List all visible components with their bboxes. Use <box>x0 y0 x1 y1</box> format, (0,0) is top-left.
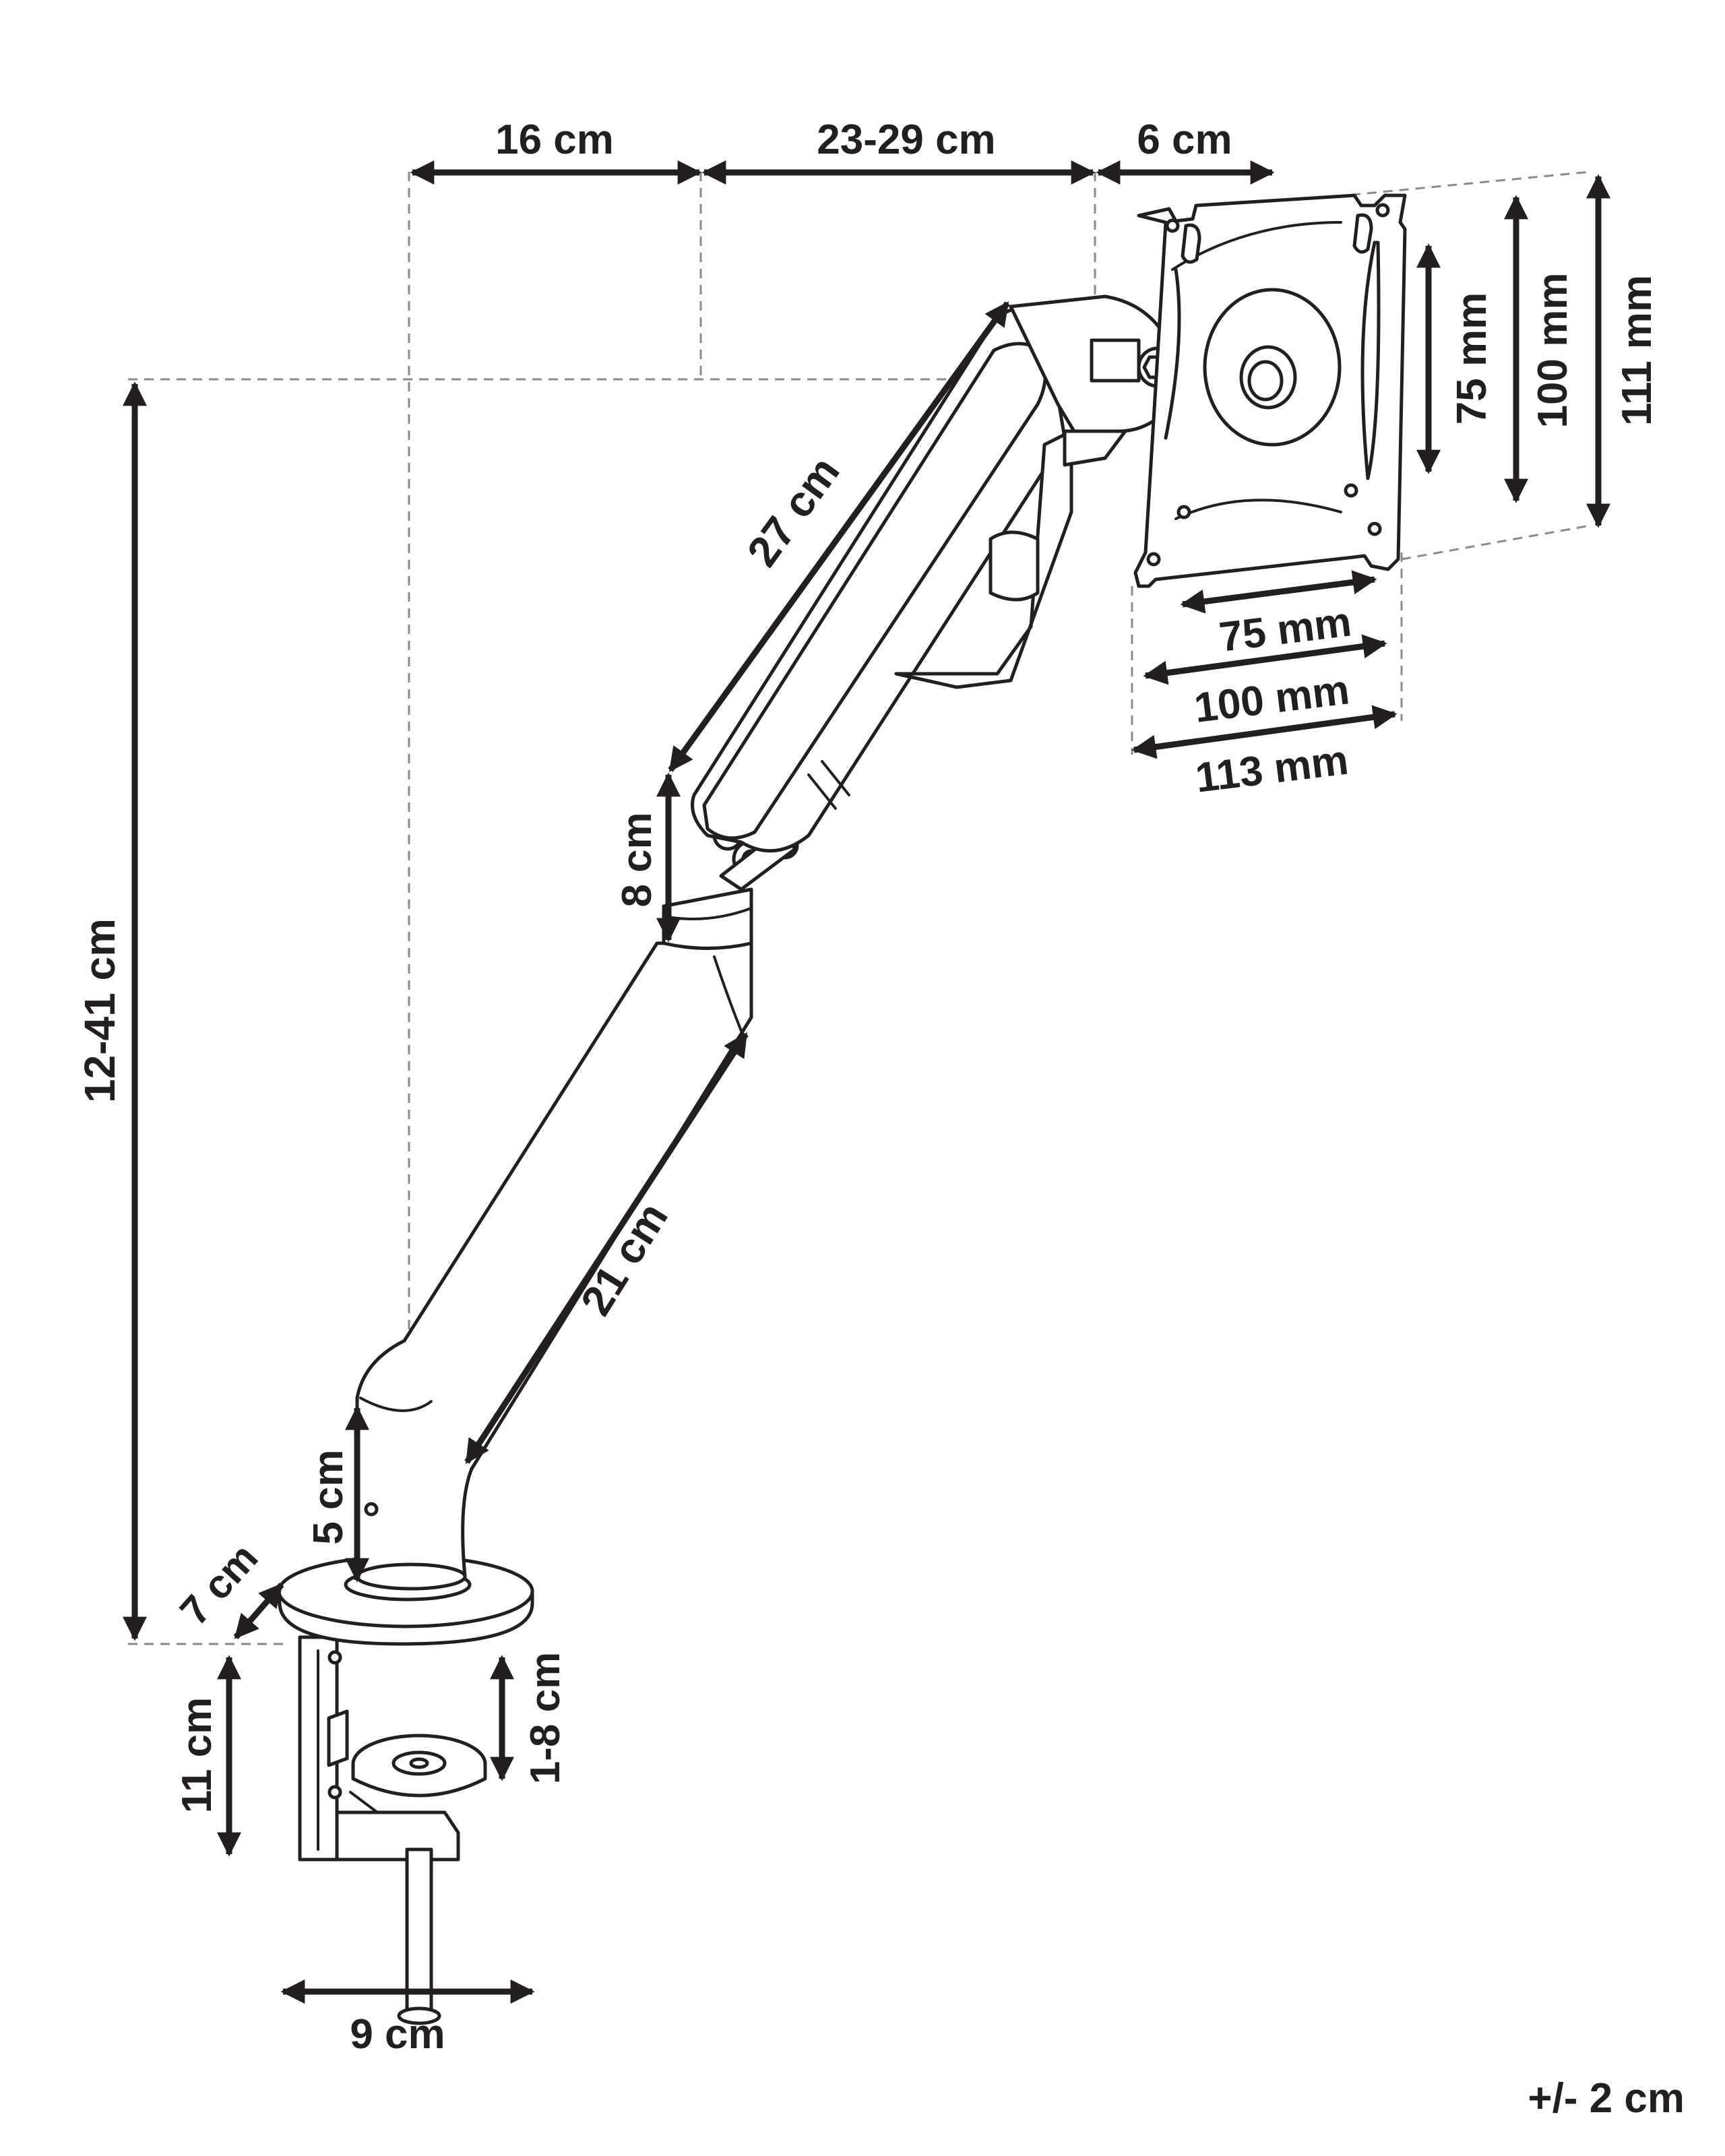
upper-arm <box>691 305 1073 853</box>
vesa-plate <box>1133 193 1407 588</box>
label-desk-thickness: 1-8 cm <box>522 1652 569 1784</box>
label-total-height: 12-41 cm <box>75 918 124 1103</box>
arrow-plate-width <box>1131 705 1398 759</box>
monitor-arm-illustration <box>277 193 1407 2025</box>
arrow-base-radius <box>233 1583 284 1639</box>
dimension-arrows <box>123 160 1610 2004</box>
desk-clamp <box>298 1635 487 2025</box>
label-joint-height: 8 cm <box>614 812 660 907</box>
label-plate-width: 113 mm <box>1193 737 1350 802</box>
arrow-vesa-h-100 <box>1143 634 1387 685</box>
dimension-labels: 16 cm 23-29 cm 6 cm 27 cm 8 cm 21 cm 5 c… <box>75 117 1685 2122</box>
arrow-vesa-h-75 <box>1180 570 1377 614</box>
arrow-upper-arm <box>668 301 1010 772</box>
label-plate-height: 111 mm <box>1614 275 1660 426</box>
lower-arm <box>355 941 753 1591</box>
label-reach-2: 23-29 cm <box>817 117 995 163</box>
label-vesa-v-100: 100 mm <box>1530 273 1576 429</box>
label-reach-1: 16 cm <box>495 117 614 163</box>
label-vesa-v-75: 75 mm <box>1449 292 1495 424</box>
label-mount-depth: 6 cm <box>1137 117 1232 163</box>
arrow-lower-arm <box>464 1032 749 1465</box>
label-clamp-height: 11 cm <box>174 1697 220 1813</box>
tolerance-note: +/- 2 cm <box>1528 2075 1685 2122</box>
label-pole-height: 5 cm <box>305 1449 352 1544</box>
label-upper-arm: 27 cm <box>738 448 849 575</box>
label-clamp-width: 9 cm <box>350 2011 445 2058</box>
